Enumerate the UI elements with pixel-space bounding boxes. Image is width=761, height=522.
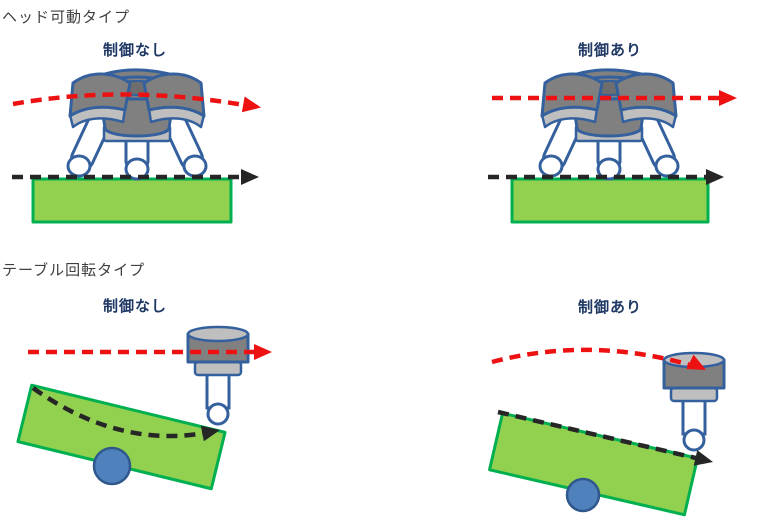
panel-head-no-control — [12, 60, 263, 224]
red-arrowhead-icon — [719, 90, 737, 106]
workpiece-block — [510, 177, 710, 224]
pivot-ball-icon — [92, 446, 132, 486]
machining-head-icon — [540, 70, 678, 179]
section-title-table-type: テーブル回転タイプ — [2, 262, 146, 279]
surface-path-straight-black — [497, 409, 701, 462]
panel-table-no-control — [16, 325, 272, 491]
red-arrowhead-icon — [254, 344, 272, 360]
label-head-with-control: 制御あり — [577, 42, 642, 59]
tool-path-curved-red — [12, 92, 251, 109]
spindle-icon — [186, 325, 250, 426]
tool-path-curved-red — [491, 347, 701, 371]
label-table-with-control: 制御あり — [577, 299, 642, 316]
black-arrowhead-icon — [241, 169, 259, 185]
panel-table-with-control — [488, 347, 726, 517]
pivot-ball-icon — [565, 477, 601, 513]
surface-path-curved-black — [31, 386, 211, 439]
red-arrowhead-icon — [241, 96, 263, 116]
machining-head-icon — [68, 70, 206, 179]
workpiece-block — [31, 177, 233, 224]
panel-head-with-control — [488, 60, 737, 224]
label-table-no-control: 制御なし — [102, 298, 167, 315]
label-head-no-control: 制御なし — [102, 42, 167, 59]
section-title-head-type: ヘッド可動タイプ — [2, 9, 131, 26]
black-arrowhead-icon — [706, 169, 724, 185]
